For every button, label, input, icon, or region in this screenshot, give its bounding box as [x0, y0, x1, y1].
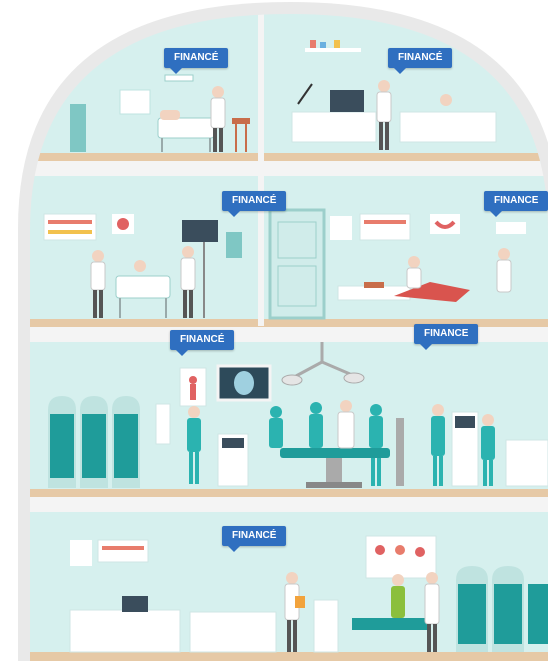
finance-callout-label: FINANCÉ: [222, 526, 287, 552]
nurse-figure-icon: [424, 572, 440, 652]
doctor-figure-icon: [210, 86, 226, 152]
nurse-figure-icon: [481, 414, 495, 486]
finance-callout-label: FINANCÉ: [164, 48, 229, 74]
floor-strip-top: [30, 153, 548, 161]
door-icon: [268, 208, 326, 320]
curtain-icon: [48, 396, 140, 488]
doctor-figure-icon: [284, 572, 305, 652]
curtain-icon: [456, 566, 548, 652]
patient-figure: [391, 574, 405, 618]
nurse-figure-icon: [376, 80, 392, 150]
doctor-figure-icon: [180, 246, 196, 318]
finance-callout-label: FINANCE: [414, 324, 479, 350]
floor-strip-bottom: [30, 652, 548, 661]
operating-table-icon: [280, 448, 390, 488]
surgical-lamp-icon: [281, 342, 365, 386]
nurse-figure-icon: [187, 406, 201, 484]
nurse-figure-icon: [90, 250, 106, 318]
surgeon-figures: [269, 400, 383, 486]
patient-bed-icon: [157, 117, 215, 139]
finance-callout-label: FINANCÉ: [222, 191, 287, 217]
finance-callout-label: FINANCÉ: [170, 330, 235, 356]
floor-strip-surgery: [30, 489, 548, 497]
finance-callout-label: FINANCÉ: [388, 48, 453, 74]
finance-callout-label: FINANCE: [484, 191, 548, 217]
nurse-figure-icon: [431, 404, 445, 486]
floor-strip-second: [30, 319, 548, 327]
window: [119, 89, 151, 115]
patient-bed-icon: [115, 275, 171, 299]
